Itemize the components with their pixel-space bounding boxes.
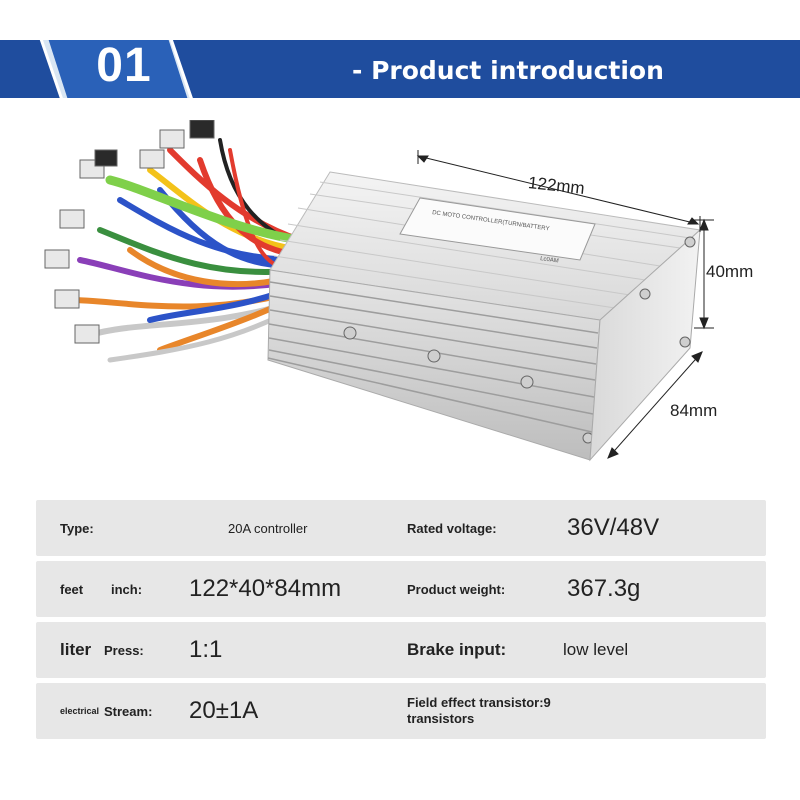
svg-text:Lc0AM: Lc0AM xyxy=(540,256,559,265)
spec-value-right: 36V/48V xyxy=(567,514,660,541)
spec-label: Type: xyxy=(60,520,94,536)
spec-value: 1:1 xyxy=(189,636,223,663)
spec-label: feet xyxy=(60,581,84,597)
spec-value: 20±1A xyxy=(189,697,259,724)
spec-value: 122*40*84mm xyxy=(189,575,342,602)
dimension-depth: 84mm xyxy=(670,401,718,420)
spec-label-right: Brake input: xyxy=(407,640,507,659)
product-image: DC MOTO CONTROLLER(TURN/BATTERY Lc0AM xyxy=(0,119,800,480)
section-number: 01 xyxy=(96,39,152,92)
spec-row-size: feet inch: 122*40*84mm Product weight: 3… xyxy=(36,561,766,617)
dimension-height: 40mm xyxy=(706,262,754,281)
spec-label-sub: Stream: xyxy=(104,703,153,719)
spec-table: Type: 20A controller Rated voltage: 36V/… xyxy=(36,500,766,744)
spec-row-current: electrical Stream: 20±1A Field effect tr… xyxy=(36,683,766,739)
spec-label: electrical xyxy=(60,706,100,716)
spec-value: 20A controller xyxy=(228,520,308,536)
spec-label-sub: Press: xyxy=(104,642,144,658)
spec-label-sub: inch: xyxy=(111,581,143,597)
spec-row-type: Type: 20A controller Rated voltage: 36V/… xyxy=(36,500,766,556)
spec-row-ratio: liter Press: 1:1 Brake input: low level xyxy=(36,622,766,678)
spec-value-right: 367.3g xyxy=(567,575,641,602)
spec-label-right: Field effect transistor:9 transistors xyxy=(407,695,551,726)
connectors xyxy=(44,119,215,344)
header-banner xyxy=(0,40,800,98)
spec-label-right: Product weight: xyxy=(407,581,506,597)
spec-label-right: Rated voltage: xyxy=(407,520,497,536)
banner-shape xyxy=(0,40,800,98)
controller-illustration: DC MOTO CONTROLLER(TURN/BATTERY Lc0AM xyxy=(44,119,714,462)
page-title: - Product introduction xyxy=(352,56,664,85)
spec-value-right: low level xyxy=(563,640,629,659)
spec-label: liter xyxy=(60,640,92,659)
